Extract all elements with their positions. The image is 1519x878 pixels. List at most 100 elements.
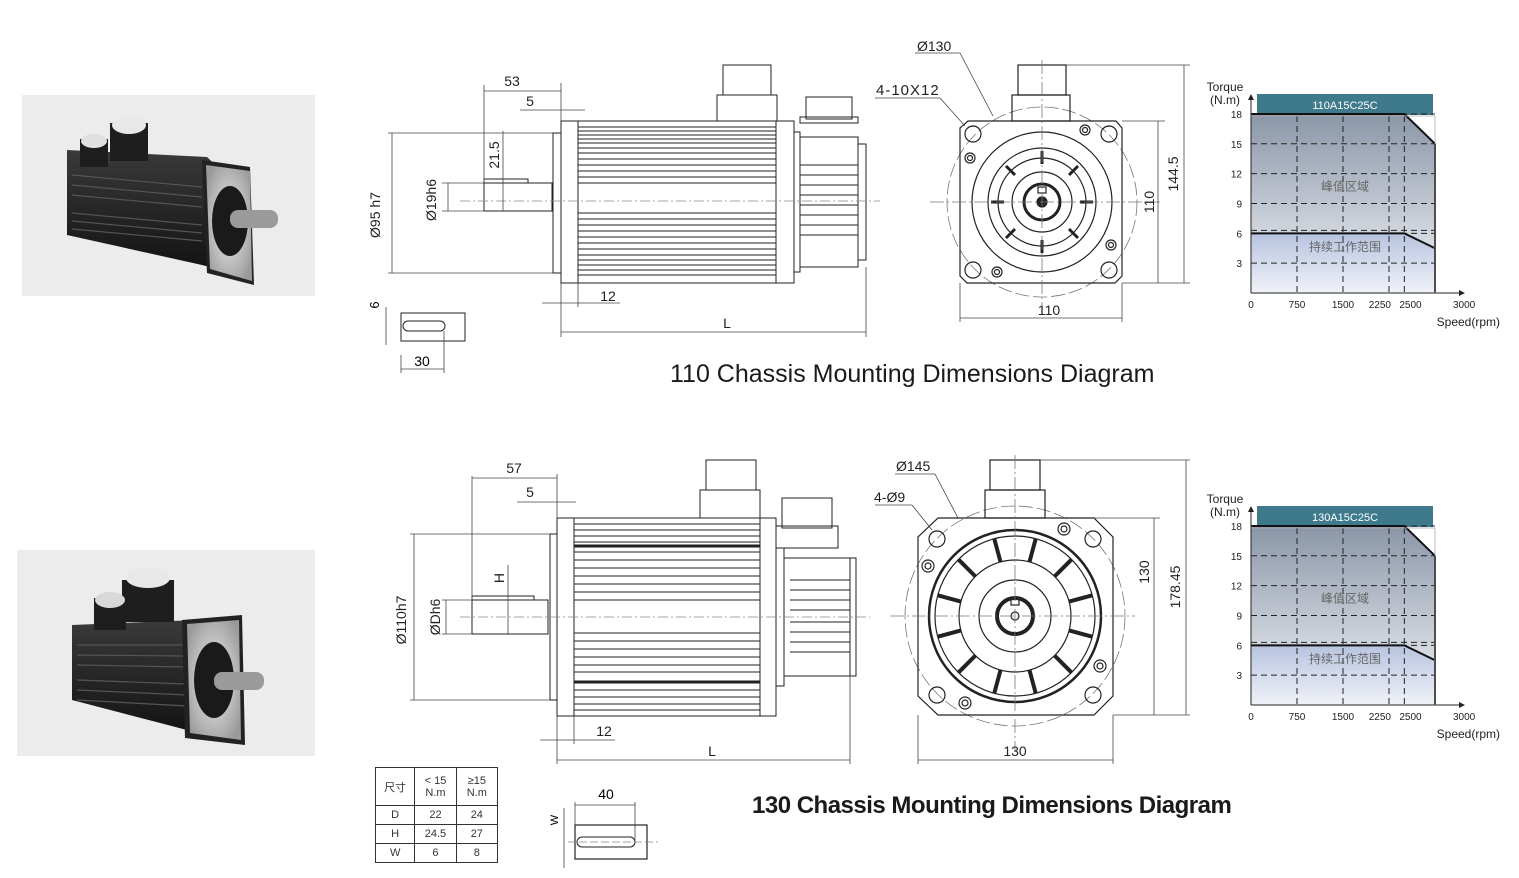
y-tick-label: 6 <box>1236 641 1242 652</box>
section-title-110: 110 Chassis Mounting Dimensions Diagram <box>670 360 1155 388</box>
table-cell: 24 <box>455 805 499 825</box>
table-row: D 22 24 <box>374 805 499 825</box>
y-tick-label: 9 <box>1236 199 1242 210</box>
dim-key-height: 21.5 <box>486 141 502 168</box>
dim-shaft-length: 53 <box>504 73 520 89</box>
x-axis-arrow <box>1459 290 1465 296</box>
dim-spigot-depth: 5 <box>526 93 534 109</box>
torque-speed-chart-130: 130A15C25C 3 6 9 12 15 18 0 750 1500 2250 2500 3000 T… <box>1207 492 1500 741</box>
key-length: 30 <box>414 353 430 369</box>
x-axis-label: Speed(rpm) <box>1437 727 1500 741</box>
table-cell: 27 <box>455 824 499 844</box>
y-axis-label: Torque <box>1207 492 1244 506</box>
dim-total-height: 178.45 <box>1167 565 1183 608</box>
continuous-region-label: 持续工作范围 <box>1309 239 1381 254</box>
x-tick-label: 2500 <box>1399 712 1422 723</box>
y-axis-label: Torque <box>1207 80 1244 94</box>
header-size: 尺寸 <box>384 781 407 794</box>
holes-label: 4-Ø9 <box>874 489 905 505</box>
holes-label: 4-10X12 <box>876 82 940 99</box>
y-tick-label: 15 <box>1231 552 1243 563</box>
x-tick-label: 3000 <box>1453 300 1476 311</box>
key-width: W <box>549 814 561 825</box>
peak-torque-line <box>1251 112 1436 145</box>
dim-labels-110: 53 5 21.5 Ø19h6 Ø95 h7 12 L <box>367 73 731 331</box>
peak-region-label: 峰值区域 <box>1321 179 1369 194</box>
key-width: 6 <box>367 301 382 308</box>
x-tick-label: 1500 <box>1332 712 1355 723</box>
dim-motor-length: L <box>708 743 716 759</box>
y-tick-label: 9 <box>1236 611 1242 622</box>
table-row: W 6 8 <box>374 843 499 863</box>
rib-spokes <box>937 538 1093 694</box>
x-tick-label: 0 <box>1248 300 1254 311</box>
y-tick-label: 6 <box>1236 229 1242 240</box>
dim-flange-horizontal: 110 <box>1038 302 1061 318</box>
y-tick-label: 12 <box>1231 582 1243 593</box>
dim-flange-vertical: 130 <box>1136 560 1152 584</box>
pcd-label: Ø130 <box>917 40 951 54</box>
dim-flange-vertical: 110 <box>1141 191 1157 214</box>
peak-region-label: 峰值区域 <box>1321 591 1369 606</box>
motor-photo-130 <box>17 550 315 756</box>
continuous-region-label: 持续工作范围 <box>1309 651 1381 666</box>
table-cell: 24.5 <box>414 824 457 844</box>
dim-total-height: 144.5 <box>1165 156 1181 191</box>
x-tick-label: 0 <box>1248 712 1254 723</box>
pcd-label: Ø145 <box>896 458 930 474</box>
y-axis-unit: (N.m) <box>1210 505 1240 519</box>
dim-shaft-diameter: ØDh6 <box>427 599 443 636</box>
continuous-torque-line <box>1251 644 1436 662</box>
key-detail-130: 40 W <box>549 786 658 868</box>
continuous-torque-line <box>1251 232 1436 250</box>
x-axis-label: Speed(rpm) <box>1437 315 1500 329</box>
header-ge15: ≥15 <box>467 774 486 787</box>
table-cell: 6 <box>414 843 457 863</box>
dim-shaft-diameter: Ø19h6 <box>423 179 439 221</box>
y-tick-label: 15 <box>1231 140 1243 151</box>
y-axis-arrow <box>1248 94 1254 100</box>
dim-motor-length: L <box>723 315 731 331</box>
section-title-130: 130 Chassis Mounting Dimensions Diagram <box>752 792 1232 819</box>
dim-flange-horizontal: 130 <box>1003 743 1027 759</box>
dim-shaft-length: 57 <box>506 460 522 476</box>
y-axis-arrow <box>1248 506 1254 512</box>
servo-motor-image <box>72 568 264 745</box>
dim-spigot-diameter: Ø110h7 <box>393 595 409 644</box>
header-lt15: < 15 <box>424 774 447 787</box>
dim-key-height: H <box>491 573 507 583</box>
servo-motor-image <box>67 116 278 285</box>
x-tick-label: 750 <box>1289 712 1306 723</box>
model-title: 130A15C25C <box>1312 512 1378 524</box>
side-view-110: 53 5 21.5 Ø19h6 Ø95 h7 12 L 6 30 <box>367 64 880 373</box>
dim-flange-thickness: 12 <box>600 288 616 304</box>
motor-photo-110 <box>22 95 315 296</box>
table-cell: 8 <box>455 843 499 863</box>
model-banner <box>1257 94 1433 115</box>
y-tick-label: 18 <box>1231 522 1243 533</box>
header-ge15-unit: N.m <box>466 786 487 799</box>
x-tick-label: 3000 <box>1453 712 1476 723</box>
x-tick-label: 750 <box>1289 300 1306 311</box>
x-tick-label: 2250 <box>1369 712 1392 723</box>
y-tick-label: 18 <box>1231 110 1243 121</box>
dim-flange-thickness: 12 <box>596 723 612 739</box>
x-tick-label: 1500 <box>1332 300 1355 311</box>
y-tick-label: 3 <box>1236 671 1242 682</box>
table-cell: W <box>374 843 416 863</box>
y-axis-unit: (N.m) <box>1210 93 1240 107</box>
dim-spigot-diameter: Ø95 h7 <box>367 192 383 238</box>
x-tick-label: 2250 <box>1369 300 1392 311</box>
model-title: 110A15C25C <box>1312 100 1377 112</box>
table-row: H 24.5 27 <box>374 824 499 844</box>
y-tick-label: 3 <box>1236 259 1242 270</box>
key-detail-110: 6 30 <box>367 301 466 373</box>
table-cell: D <box>374 805 416 825</box>
table-cell: H <box>374 824 416 844</box>
front-view-130: Ø145 4-Ø9 178.45 130 130 <box>874 455 1190 764</box>
y-tick-label: 12 <box>1231 170 1243 181</box>
fin-lines <box>578 126 858 276</box>
